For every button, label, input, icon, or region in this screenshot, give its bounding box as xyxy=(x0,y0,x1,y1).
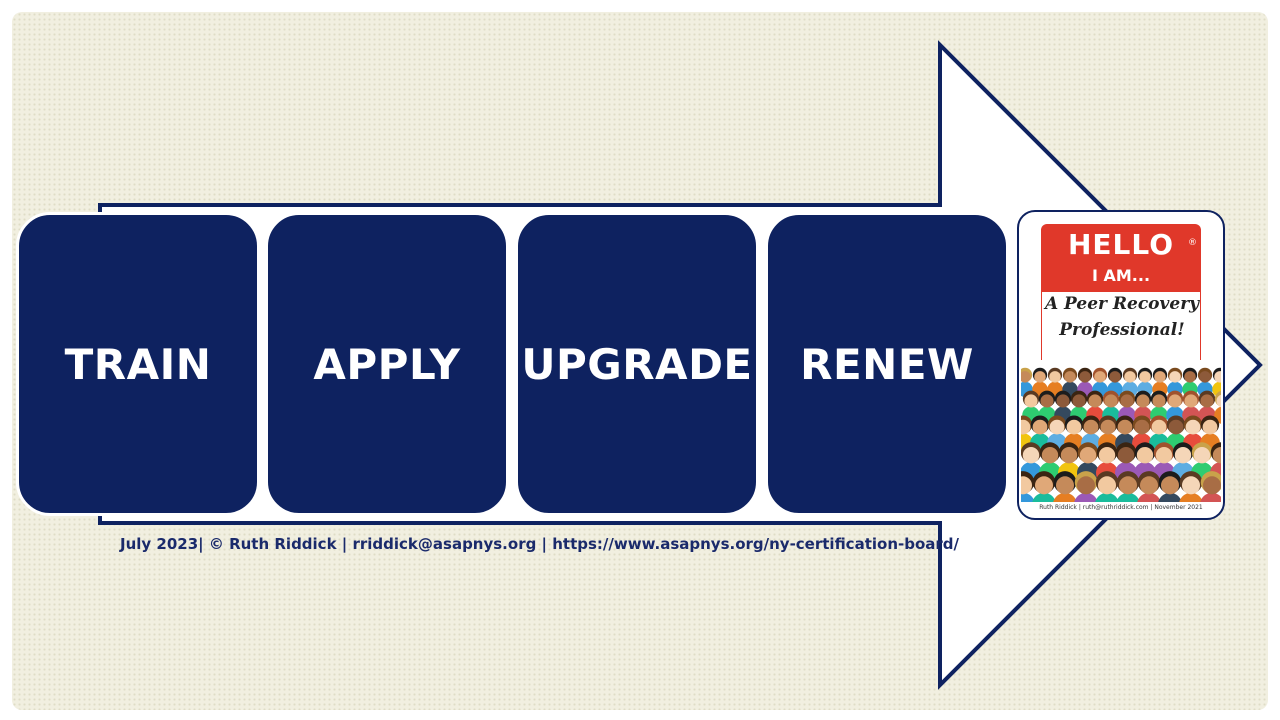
person-head xyxy=(1117,419,1133,435)
person-body xyxy=(1021,492,1035,502)
person-head xyxy=(1181,476,1201,495)
badge-line-2: Professional! xyxy=(1059,320,1185,340)
person-head xyxy=(1168,394,1182,408)
hello-badge-image: HELLO ® I AM... A Peer Recovery Professi… xyxy=(1017,210,1225,520)
badge-caption: Ruth Riddick | ruth@ruthriddick.com | No… xyxy=(1039,504,1203,511)
person-head xyxy=(1076,476,1096,495)
person-body xyxy=(1053,492,1077,502)
person-head xyxy=(1212,447,1221,464)
person-head xyxy=(1094,371,1106,383)
person-head xyxy=(1100,419,1116,435)
person-body xyxy=(1158,492,1182,502)
person-head xyxy=(1184,371,1196,383)
person-head xyxy=(1193,447,1211,464)
person-head xyxy=(1169,371,1181,383)
person-head xyxy=(1120,394,1134,408)
person-head xyxy=(1118,476,1138,495)
person-body xyxy=(1095,492,1119,502)
person-head xyxy=(1021,371,1031,383)
person-head xyxy=(1154,371,1166,383)
person-body xyxy=(1200,492,1221,502)
person-head xyxy=(1066,419,1082,435)
person-head xyxy=(1174,447,1192,464)
person-head xyxy=(1202,419,1218,435)
name-tag-body: A Peer Recovery Professional! xyxy=(1041,292,1201,360)
person-body xyxy=(1032,492,1056,502)
person-head xyxy=(1117,447,1135,464)
step-upgrade-label: UPGRADE xyxy=(521,339,753,389)
person-head xyxy=(1040,394,1054,408)
person-head xyxy=(1185,419,1201,435)
person-head xyxy=(1079,371,1091,383)
person-body xyxy=(1074,492,1098,502)
person-head xyxy=(1032,419,1048,435)
step-apply-label: APPLY xyxy=(313,339,461,389)
step-upgrade: UPGRADE xyxy=(515,212,759,516)
crowd-illustration xyxy=(1021,367,1221,502)
person-head xyxy=(1088,394,1102,408)
person-head xyxy=(1139,371,1151,383)
person-head xyxy=(1124,371,1136,383)
person-head xyxy=(1199,371,1211,383)
step-train-label: TRAIN xyxy=(64,339,212,389)
person-head xyxy=(1136,447,1154,464)
person-head xyxy=(1109,371,1121,383)
person-head xyxy=(1104,394,1118,408)
name-tag-header: HELLO ® I AM... xyxy=(1041,224,1201,292)
step-train: TRAIN xyxy=(16,212,260,516)
person-head xyxy=(1200,394,1214,408)
registered-mark: ® xyxy=(1188,238,1197,248)
person-head xyxy=(1034,476,1054,495)
person-body xyxy=(1179,492,1203,502)
i-am-text: I AM... xyxy=(1091,266,1151,285)
step-apply: APPLY xyxy=(265,212,509,516)
hello-text: HELLO xyxy=(1067,228,1175,261)
person-head xyxy=(1168,419,1184,435)
person-head xyxy=(1214,371,1221,383)
person-head xyxy=(1022,447,1040,464)
person-head xyxy=(1024,394,1038,408)
person-head xyxy=(1184,394,1198,408)
person-head xyxy=(1072,394,1086,408)
person-head xyxy=(1083,419,1099,435)
person-head xyxy=(1151,419,1167,435)
person-head xyxy=(1136,394,1150,408)
person-head xyxy=(1060,447,1078,464)
person-head xyxy=(1056,394,1070,408)
person-head xyxy=(1079,447,1097,464)
person-head xyxy=(1021,476,1033,495)
person-head xyxy=(1021,419,1031,435)
person-head xyxy=(1134,419,1150,435)
person-body xyxy=(1116,492,1140,502)
person-head xyxy=(1097,476,1117,495)
step-renew-label: RENEW xyxy=(800,339,974,389)
person-body xyxy=(1137,492,1161,502)
badge-line-1: A Peer Recovery xyxy=(1044,294,1200,314)
person-head xyxy=(1055,476,1075,495)
person-head xyxy=(1034,371,1046,383)
person-head xyxy=(1155,447,1173,464)
person-head xyxy=(1064,371,1076,383)
person-head xyxy=(1216,394,1221,408)
person-head xyxy=(1041,447,1059,464)
person-head xyxy=(1049,419,1065,435)
person-head xyxy=(1160,476,1180,495)
person-head xyxy=(1202,476,1221,495)
person-head xyxy=(1152,394,1166,408)
footer-credit: July 2023| © Ruth Riddick | rriddick@asa… xyxy=(120,535,959,553)
step-renew: RENEW xyxy=(765,212,1009,516)
person-head xyxy=(1049,371,1061,383)
person-head xyxy=(1098,447,1116,464)
person-head xyxy=(1139,476,1159,495)
